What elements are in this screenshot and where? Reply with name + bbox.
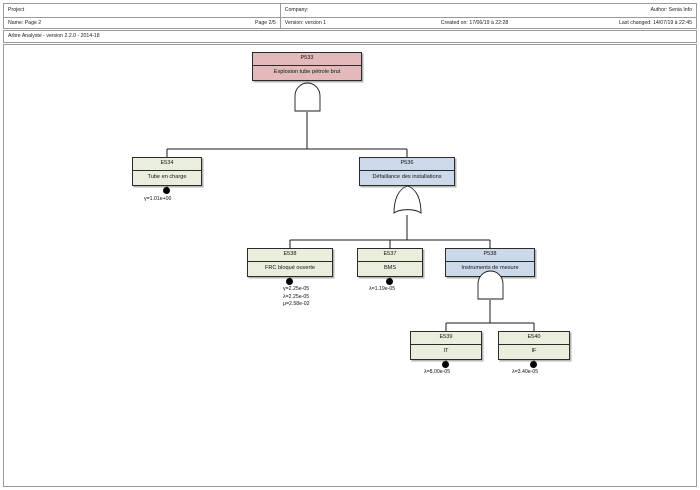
node-e537-params: λ=1.19e-05 [369, 286, 395, 294]
node-e538-param-1: λ=2.25e-05 [283, 293, 310, 300]
or-gate-p536[interactable] [391, 184, 424, 216]
basic-event-dot-e534 [163, 187, 170, 194]
node-e537-param-0: λ=1.19e-05 [369, 286, 396, 292]
company-label: Company: [284, 6, 309, 13]
basic-event-dot-e540 [530, 361, 537, 368]
node-e538-param-0: γ=2.25e-05 [283, 286, 310, 292]
version-label: Version: version 1 [284, 20, 327, 27]
node-p533-description: Explosion tube pétrole brut [253, 66, 361, 80]
basic-event-dot-e537 [386, 278, 393, 285]
node-e539-id: E539 [411, 332, 481, 345]
node-e534-param-0: γ=1.01e+00 [144, 196, 172, 202]
header-meta-row: Version: version 1 Created on: 17/06/19 … [280, 17, 696, 30]
node-p538-id: P538 [446, 249, 534, 262]
node-e539-param-0: λ=8.00e-05 [424, 369, 451, 375]
node-e540-description: IF [531, 348, 537, 355]
header-project-row: Project [4, 4, 280, 17]
node-e539-description: IT [443, 348, 449, 355]
header-company-row: Company: Author: Senia Info [281, 4, 696, 17]
node-e534-params: γ=1.01e+00 [144, 196, 171, 204]
node-p533[interactable]: P533 Explosion tube pétrole brut [252, 52, 362, 81]
node-e540-id: E540 [499, 332, 569, 345]
node-e537-description: BMS [383, 265, 397, 272]
header-right-column: Company: Author: Senia Info Version: ver… [280, 4, 696, 30]
node-e540[interactable]: E540 IF [498, 331, 570, 360]
node-e538-id: E538 [248, 249, 332, 262]
document-header: Project Name: Page 2 Page 2/5 Company: A… [3, 3, 697, 29]
node-e538[interactable]: E538 FRC bloqué ouverte [247, 248, 333, 277]
app-version-label: Arbre Analyste - version 2.2.0 - 2014-18 [8, 32, 100, 39]
last-changed-label: Last changed: 14/07/19 à 22:45 [619, 20, 692, 27]
node-e539-params: λ=8.00e-05 [424, 369, 450, 377]
node-p536-id: P536 [360, 158, 454, 171]
connector-lines [166, 112, 535, 363]
and-gate-p538[interactable] [475, 269, 506, 301]
document-name-label: Name: Page 2 [8, 20, 42, 27]
node-e540-params: λ=3.40e-05 [512, 369, 538, 377]
author-label: Author: Senia Info [650, 6, 692, 13]
header-name-row: Name: Page 2 Page 2/5 [4, 17, 280, 30]
node-p536-description: Défaillance des installations [360, 171, 454, 185]
or-gate-p533[interactable] [292, 81, 323, 113]
application-version-bar: Arbre Analyste - version 2.2.0 - 2014-18 [3, 30, 697, 43]
node-e537-id: E537 [358, 249, 422, 262]
node-e534-id: E534 [133, 158, 201, 171]
node-e537[interactable]: E537 BMS [357, 248, 423, 277]
project-label: Project [8, 6, 25, 13]
node-e538-params: γ=2.25e-05 λ=2.25e-05 μ=2.58e-02 [283, 286, 310, 309]
basic-event-dot-e539 [442, 361, 449, 368]
node-e534-description: Tube en charge [147, 174, 187, 181]
node-e538-param-2: μ=2.58e-02 [283, 301, 310, 307]
node-e538-description: FRC bloqué ouverte [264, 265, 316, 272]
page-number-label: Page 2/5 [255, 20, 276, 27]
node-e534[interactable]: E534 Tube en charge [132, 157, 202, 186]
node-e540-param-0: λ=3.40e-05 [512, 369, 539, 375]
created-on-label: Created on: 17/06/19 à 22:28 [440, 20, 509, 27]
node-p533-id: P533 [253, 53, 361, 66]
node-p536[interactable]: P536 Défaillance des installations [359, 157, 455, 186]
basic-event-dot-e538 [286, 278, 293, 285]
node-p538-description: Instruments de mesure [446, 262, 534, 276]
node-e539[interactable]: E539 IT [410, 331, 482, 360]
diagram-canvas[interactable]: P533 Explosion tube pétrole brut E534 Tu… [3, 44, 697, 487]
header-left-column: Project Name: Page 2 Page 2/5 [4, 4, 281, 28]
